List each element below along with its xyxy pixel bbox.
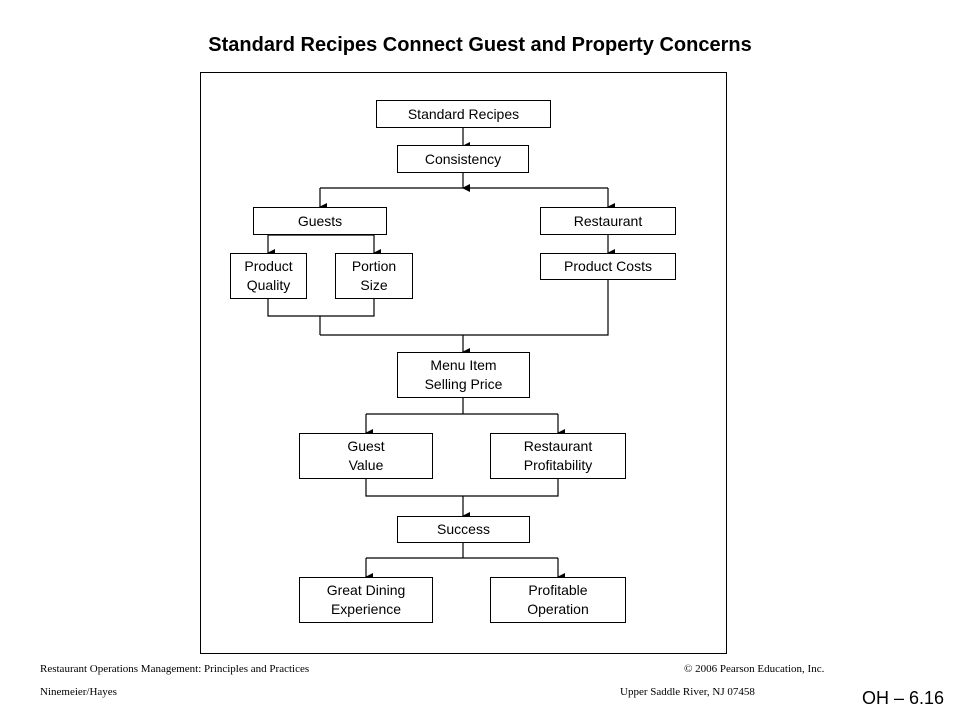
footer-location: Upper Saddle River, NJ 07458 [620,686,755,698]
node-great-dining-experience: Great Dining Experience [299,577,433,623]
node-portion-size: Portion Size [335,253,413,299]
node-restaurant: Restaurant [540,207,676,235]
node-restaurant-profitability: Restaurant Profitability [490,433,626,479]
footer-book-title: Restaurant Operations Management: Princi… [40,663,310,675]
slide-number: OH – 6.16 [861,688,944,708]
node-product-costs: Product Costs [540,253,676,280]
diagram-frame [200,72,727,654]
footer-authors: Ninemeier/Hayes [40,686,117,698]
node-guest-value: Guest Value [299,433,433,479]
page-title: Standard Recipes Connect Guest and Prope… [208,34,752,56]
node-profitable-operation: Profitable Operation [490,577,626,623]
node-guests: Guests [253,207,387,235]
node-menu-item-selling-price: Menu Item Selling Price [397,352,530,398]
node-standard-recipes: Standard Recipes [376,100,551,128]
node-product-quality: Product Quality [230,253,307,299]
node-consistency: Consistency [397,145,529,173]
node-success: Success [397,516,530,543]
footer-copyright: © 2006 Pearson Education, Inc. [684,663,825,675]
